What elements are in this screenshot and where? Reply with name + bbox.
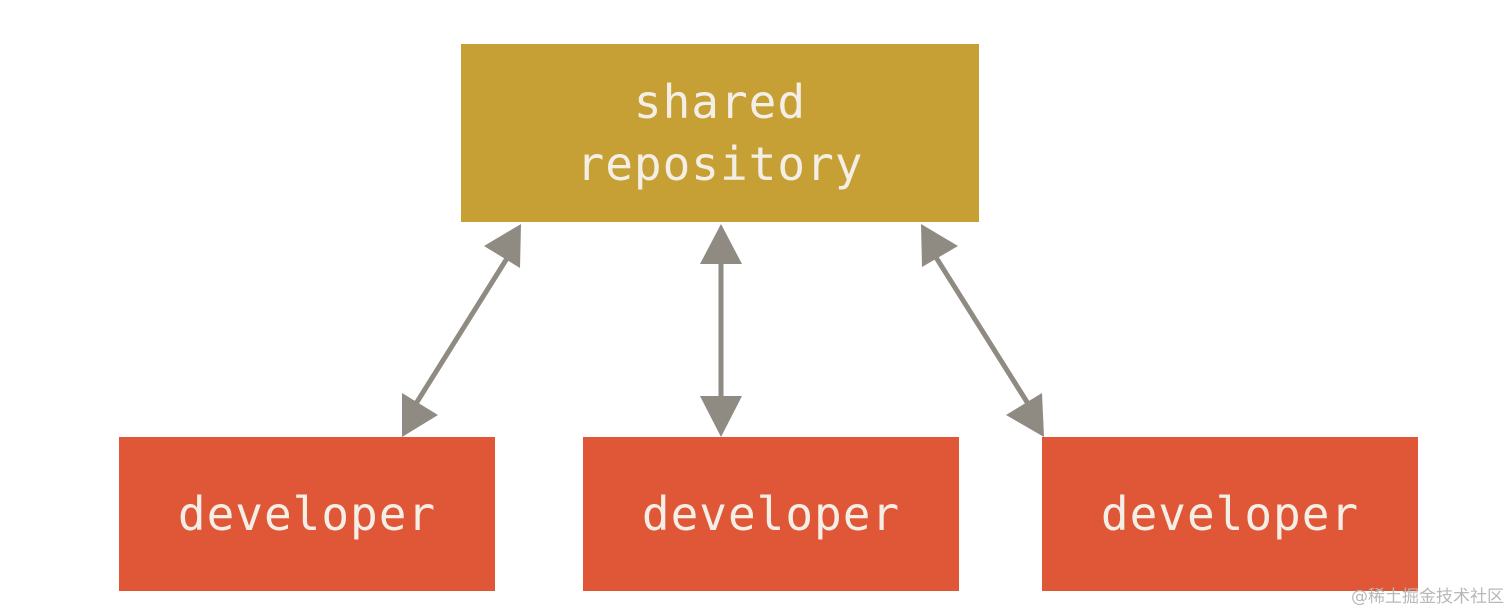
- shared-repository-node: shared repository: [461, 44, 979, 222]
- developer-label: developer: [1100, 487, 1360, 541]
- watermark: @稀土掘金技术社区: [1351, 587, 1504, 607]
- arrowhead-up: [484, 224, 521, 268]
- arrow-shaft: [409, 250, 514, 412]
- repository-label-line1: shared: [633, 75, 807, 129]
- arrowhead-down: [1006, 393, 1044, 437]
- developer-node-3: developer: [1042, 437, 1418, 591]
- arrowhead-down: [402, 393, 438, 437]
- developer-node-1: developer: [119, 437, 495, 591]
- arrow-developer-3: [921, 224, 1044, 437]
- arrowhead-up: [700, 224, 742, 264]
- arrow-shaft: [929, 249, 1035, 412]
- developer-label: developer: [177, 487, 437, 541]
- arrow-developer-1: [402, 224, 521, 437]
- arrow-developer-2: [700, 224, 742, 437]
- repository-label-line2: repository: [576, 137, 864, 191]
- arrowhead-down: [700, 396, 742, 437]
- developer-label: developer: [641, 487, 901, 541]
- arrowhead-up: [921, 224, 958, 267]
- developer-node-2: developer: [583, 437, 959, 591]
